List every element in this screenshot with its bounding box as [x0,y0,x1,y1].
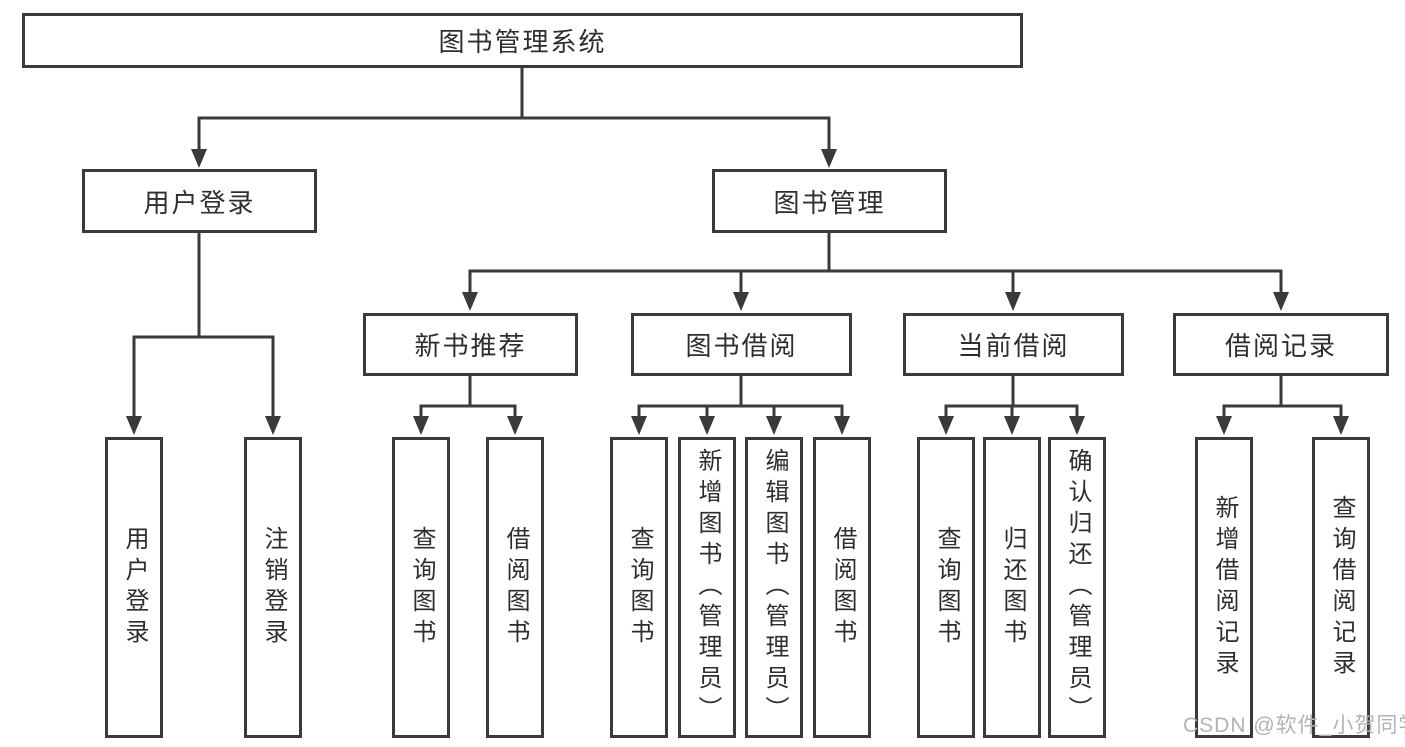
leaf-user-login-label: 用户登录 [121,525,148,650]
arrowhead [938,416,954,435]
leaf-confirm-return-admin-label: 确认归还（管理员） [1064,448,1091,727]
node-user-login: 用户登录 [82,169,317,233]
leaf-confirm-return-admin: 确认归还（管理员） [1048,437,1106,738]
leaf-user-login: 用户登录 [105,437,163,738]
arrowhead [1069,416,1085,435]
leaf-add-borrow-record-label: 新增借阅记录 [1211,494,1238,681]
arrowhead [265,416,281,435]
leaf-borrow-books-borrow-label: 借阅图书 [829,525,856,650]
arrowhead [1005,292,1021,311]
leaf-borrow-books-recommend: 借阅图书 [486,437,544,738]
leaf-return-books-label: 归还图书 [999,525,1026,650]
arrowhead [1333,416,1349,435]
leaf-query-books-recommend: 查询图书 [392,437,450,738]
leaf-edit-book-admin-label: 编辑图书（管理员） [761,448,788,727]
leaf-add-borrow-record: 新增借阅记录 [1195,437,1253,738]
leaf-query-borrow-record: 查询借阅记录 [1312,437,1370,738]
leaf-query-books-borrow-label: 查询图书 [626,525,653,650]
leaf-logout-label: 注销登录 [260,525,287,650]
node-book-management-label: 图书管理 [773,187,886,218]
watermark: CSDN @软件_小贺同学 [1183,714,1405,737]
leaf-query-books-current: 查询图书 [917,437,975,738]
leaf-query-borrow-record-label: 查询借阅记录 [1328,494,1355,681]
arrowhead [834,416,850,435]
arrowhead [821,149,837,168]
arrowhead [413,416,429,435]
arrowhead [126,416,142,435]
arrowhead [462,292,478,311]
arrowhead [733,292,749,311]
node-root: 图书管理系统 [22,13,1023,68]
node-book-borrow: 图书借阅 [631,313,852,376]
leaf-query-books-borrow: 查询图书 [610,437,668,738]
leaf-logout: 注销登录 [244,437,302,738]
leaf-add-book-admin: 新增图书（管理员） [678,437,736,738]
leaf-return-books: 归还图书 [983,437,1041,738]
leaf-add-book-admin-label: 新增图书（管理员） [694,448,721,727]
leaf-edit-book-admin: 编辑图书（管理员） [745,437,803,738]
node-current-borrow: 当前借阅 [903,313,1124,376]
arrowhead [1216,416,1232,435]
arrowhead [191,149,207,168]
leaf-query-books-recommend-label: 查询图书 [408,525,435,650]
arrowhead [1273,292,1289,311]
arrowhead [699,416,715,435]
arrowhead [507,416,523,435]
node-borrow-record: 借阅记录 [1173,313,1389,376]
leaf-borrow-books-recommend-label: 借阅图书 [502,525,529,650]
node-user-login-label: 用户登录 [143,187,256,218]
arrowhead [631,416,647,435]
arrowhead [766,416,782,435]
leaf-borrow-books-borrow: 借阅图书 [813,437,871,738]
node-root-label: 图书管理系统 [438,27,607,57]
node-borrow-record-label: 借阅记录 [1224,331,1337,361]
node-new-book-recommend: 新书推荐 [363,313,578,376]
node-current-borrow-label: 当前借阅 [957,331,1070,361]
node-new-book-recommend-label: 新书推荐 [414,331,527,361]
node-book-management: 图书管理 [712,169,947,233]
arrowhead [1004,416,1020,435]
node-book-borrow-label: 图书借阅 [685,331,798,361]
leaf-query-books-current-label: 查询图书 [933,525,960,650]
